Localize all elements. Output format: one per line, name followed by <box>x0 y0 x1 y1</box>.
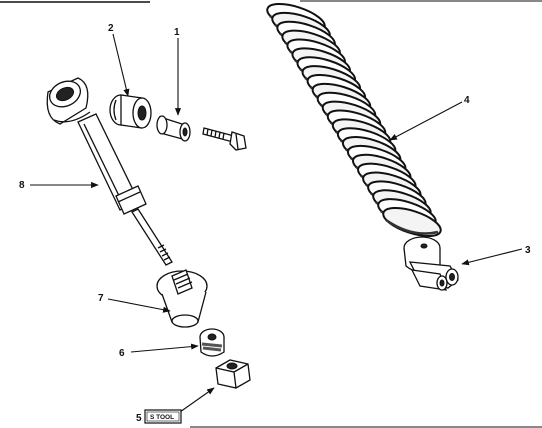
leader-3 <box>461 248 523 266</box>
callout-8: 8 <box>19 180 25 191</box>
spring-coil <box>382 207 442 237</box>
leader-lines <box>30 33 523 413</box>
grommet-part <box>199 328 225 357</box>
cup-bushing-part <box>156 269 208 328</box>
leader-2 <box>112 33 130 97</box>
callout-6: 6 <box>119 348 125 359</box>
nut-part <box>215 359 251 389</box>
leader-4 <box>389 101 463 141</box>
bushing-part <box>109 94 152 129</box>
bolt-part <box>202 127 247 151</box>
spring-seat-part <box>403 236 459 291</box>
sleeve-part <box>156 115 191 142</box>
callout-4: 4 <box>464 95 470 106</box>
leader-6 <box>130 343 199 353</box>
leader-7 <box>107 298 171 313</box>
special-tool-badge: S TOOL <box>144 409 182 424</box>
spring-coil-shade <box>385 218 439 235</box>
callout-labels: 1 2 3 4 5 6 7 8 <box>19 23 531 424</box>
callout-5: 5 <box>136 413 142 424</box>
callout-7: 7 <box>98 293 104 304</box>
shock-absorber-part <box>46 77 173 266</box>
special-tool-label: S TOOL <box>150 414 174 421</box>
callout-2: 2 <box>108 23 114 34</box>
leader-5 <box>179 387 215 413</box>
coil-spring-part <box>266 3 442 237</box>
callout-3: 3 <box>525 245 531 256</box>
callout-1: 1 <box>174 27 180 38</box>
